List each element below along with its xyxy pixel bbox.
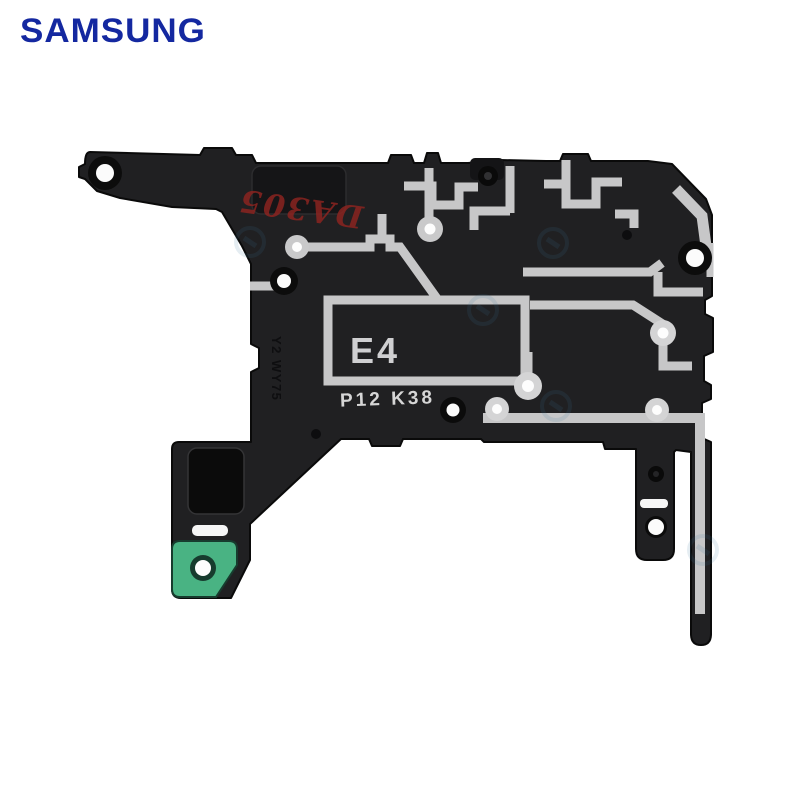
blind-hole	[478, 166, 498, 186]
antenna-trace	[404, 181, 478, 210]
watermark-ghost	[234, 226, 266, 258]
brand-logo: SAMSUNG	[0, 0, 300, 65]
antenna-trace	[523, 259, 665, 277]
watermark-ghosts	[234, 226, 719, 566]
e4-marking: E4	[350, 330, 400, 371]
molded-code-marking: Y2 WY75	[269, 336, 284, 401]
antenna-trace-tail	[483, 413, 705, 614]
rivet-pad	[514, 372, 542, 400]
screw-hole	[88, 156, 122, 190]
screw-hole	[678, 241, 712, 275]
molded-recess	[251, 165, 347, 215]
blind-hole	[311, 429, 321, 439]
blind-hole	[648, 466, 664, 482]
antenna-trace	[290, 234, 524, 305]
samsung-wordmark: SAMSUNG	[20, 12, 206, 50]
rivet-pad	[645, 398, 669, 422]
antenna-trace	[658, 340, 692, 371]
watermark-ghost	[540, 390, 572, 422]
rivet-pad	[285, 235, 309, 259]
adhesive-slot	[192, 525, 228, 536]
foam-pad	[171, 540, 238, 598]
leg-slot	[640, 499, 668, 508]
screw-hole	[440, 397, 466, 423]
blind-hole	[622, 230, 632, 240]
screw-holes	[88, 156, 712, 538]
samsung-wordmark-svg: SAMSUNG	[20, 12, 206, 50]
antenna-trace	[544, 160, 622, 209]
antenna-trace	[672, 185, 712, 247]
rivet-pad	[485, 397, 509, 421]
antenna-trace	[615, 209, 639, 228]
antenna-trace	[653, 272, 703, 297]
blind-holes	[311, 166, 664, 482]
watermark-ghost	[537, 227, 569, 259]
rivet-pads	[285, 216, 676, 422]
foam-pad-hole	[195, 560, 211, 576]
speaker-mesh-window	[187, 447, 245, 515]
batch-code-marking: P12 K38	[340, 387, 436, 411]
watermark-ghost	[467, 294, 499, 326]
screw-hole	[645, 516, 667, 538]
screw-hole	[270, 267, 298, 295]
antenna-trace	[469, 166, 515, 230]
rivet-pad	[417, 216, 443, 242]
watermark-ghost	[687, 534, 719, 566]
rivet-pad	[650, 320, 676, 346]
